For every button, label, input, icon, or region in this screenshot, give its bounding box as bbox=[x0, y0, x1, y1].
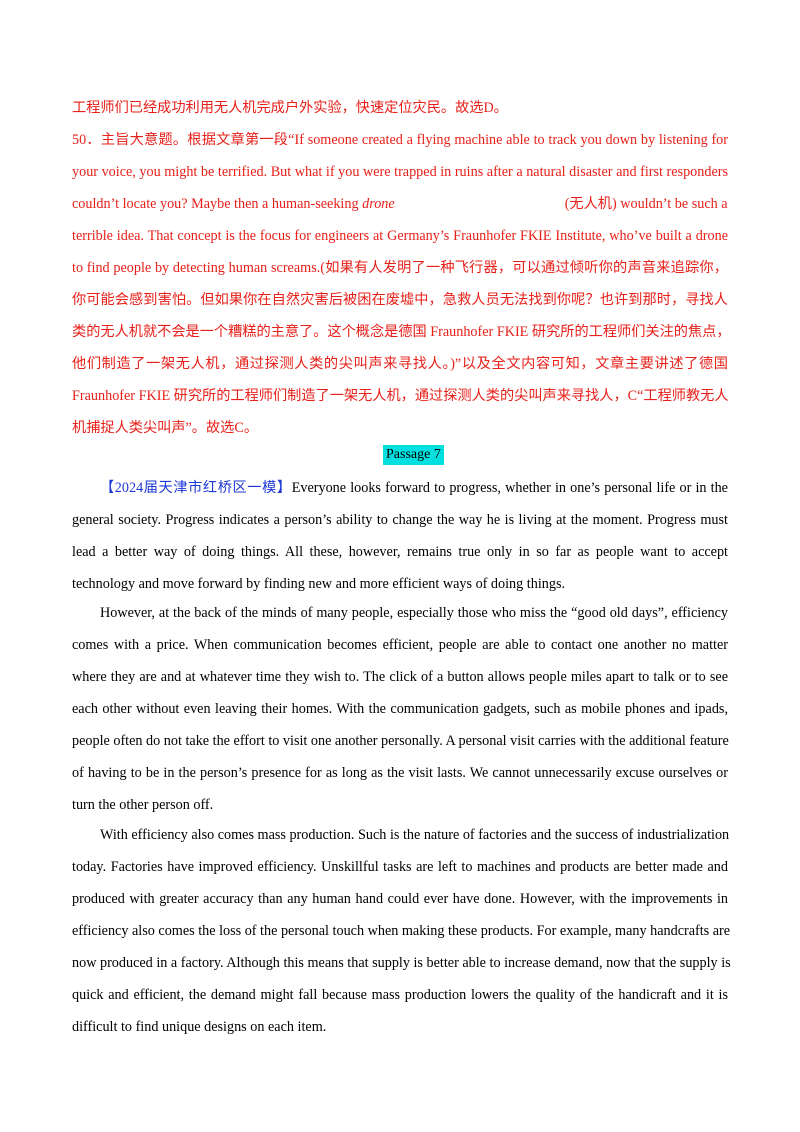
answer-50-line-7: 类的无人机就不会是一个糟糕的主意了。这个概念是德国 Fraunhofer FKI… bbox=[72, 324, 731, 340]
source-tag: 【2024届天津市红桥区一模】 bbox=[100, 480, 292, 496]
paragraph-2-line-5: people often do not take the effort to v… bbox=[72, 733, 729, 749]
paragraph-3-line-5: now produced in a factory. Although this… bbox=[72, 955, 731, 971]
answer-50-line-3: couldn’t locate you? Maybe then a human-… bbox=[72, 195, 728, 213]
paragraph-1-line-1-text: Everyone looks forward to progress, whet… bbox=[291, 480, 728, 496]
answer-50-line-10: 机捕捉人类尖叫声”。故选C。 bbox=[72, 420, 259, 436]
answer-50-line-3-text-b: (无人机) wouldn’t be such a bbox=[564, 196, 728, 212]
paragraph-2-line-3: where they are and at whatever time they… bbox=[72, 669, 728, 685]
answer-50-line-9: Fraunhofer FKIE 研究所的工程师们制造了一架无人机，通过探测人类的… bbox=[72, 388, 729, 404]
answer-50-line-4: terrible idea. That concept is the focus… bbox=[72, 228, 728, 244]
answer-50-line-5: to find people by detecting human scream… bbox=[72, 260, 728, 276]
paragraph-2-line-1: However, at the back of the minds of man… bbox=[100, 605, 728, 621]
answer-50-line-3-text-a: couldn’t locate you? Maybe then a human-… bbox=[72, 196, 363, 212]
answer-50-line-6: 你可能会感到害怕。但如果你在自然灾害后被困在废墟中，急救人员无法找到你呢？也许到… bbox=[72, 292, 728, 308]
answer-line-49-end: 工程师们已经成功利用无人机完成户外实验，快速定位灾民。故选D。 bbox=[72, 100, 508, 116]
paragraph-2-line-4: each other without even leaving their ho… bbox=[72, 701, 728, 717]
paragraph-3-line-3: produced with greater accuracy than any … bbox=[72, 891, 728, 907]
paragraph-1-line-1: 【2024届天津市红桥区一模】Everyone looks forward to… bbox=[100, 479, 728, 497]
answer-50-line-8: 他们制造了一架无人机，通过探测人类的尖叫声来寻找人。)”以及全文内容可知，文章主… bbox=[72, 356, 728, 372]
paragraph-3-line-7: difficult to find unique designs on each… bbox=[72, 1019, 327, 1035]
paragraph-1-line-3: lead a better way of doing things. All t… bbox=[72, 544, 728, 560]
paragraph-2-line-6: of having to be in the person’s presence… bbox=[72, 765, 728, 781]
passage-label: Passage 7 bbox=[383, 445, 444, 465]
paragraph-2-line-7: turn the other person off. bbox=[72, 797, 214, 813]
paragraph-1-line-4: technology and move forward by finding n… bbox=[72, 576, 566, 592]
paragraph-3-line-2: today. Factories have improved efficienc… bbox=[72, 859, 728, 875]
paragraph-2-line-2: comes with a price. When communication b… bbox=[72, 637, 728, 653]
paragraph-3-line-6: quick and efficient, the demand might fa… bbox=[72, 987, 728, 1003]
paragraph-3-line-4: efficiency also comes the loss of the pe… bbox=[72, 923, 731, 939]
paragraph-3-line-1: With efficiency also comes mass producti… bbox=[100, 827, 730, 843]
answer-50-line-2: your voice, you might be terrified. But … bbox=[72, 164, 728, 180]
answer-50-line-1: 50．主旨大意题。根据文章第一段“If someone created a fl… bbox=[72, 132, 728, 148]
paragraph-1-line-2: general society. Progress indicates a pe… bbox=[72, 512, 728, 528]
drone-word: drone bbox=[362, 196, 395, 212]
